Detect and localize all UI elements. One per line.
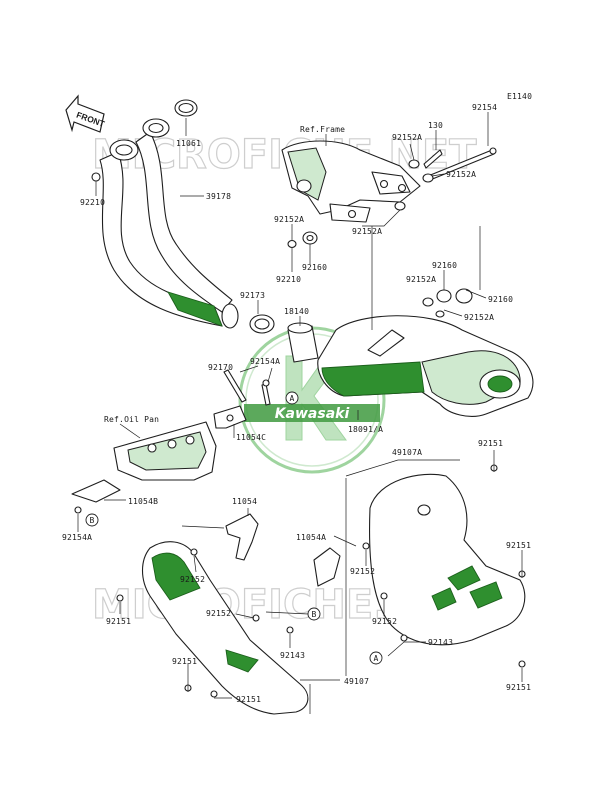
part-92154-top: 92154 [472, 103, 497, 112]
part-92154A-2: 92154A [62, 533, 92, 542]
kawasaki-logo-watermark: Kawasaki [238, 326, 386, 474]
bolt-92154A-bottom [74, 506, 82, 514]
part-18091A: 18091/A [348, 425, 383, 434]
part-92152A-6: 92152A [464, 313, 494, 322]
ref-frame-label: Ref.Frame [300, 125, 345, 134]
part-92152A-2: 92152A [446, 170, 476, 179]
part-92151-5: 92151 [236, 695, 261, 704]
gasket-11061 [174, 99, 198, 117]
bracket-11054B [71, 479, 121, 503]
part-92152-3: 92152 [206, 609, 231, 618]
part-11054B: 11054B [128, 497, 158, 506]
part-92152-1: 92152 [180, 575, 205, 584]
part-92151-3: 92151 [106, 617, 131, 626]
part-130: 130 [428, 121, 443, 130]
part-92160-2: 92160 [432, 261, 457, 270]
part-92210-mid: 92210 [276, 275, 301, 284]
part-92173: 92173 [240, 291, 265, 300]
part-49107: 49107 [344, 677, 369, 686]
frame-bracket [281, 140, 421, 223]
part-92151-1: 92151 [478, 439, 503, 448]
part-number-labels: 11061 92210 39178 92154 130 92152A 92152… [62, 103, 531, 704]
part-92143-2: 92143 [428, 638, 453, 647]
part-11061: 11061 [176, 139, 201, 148]
part-49107A: 49107A [392, 448, 422, 457]
part-92151-4: 92151 [172, 657, 197, 666]
svg-text:A: A [289, 394, 294, 403]
part-11054C: 11054C [236, 433, 266, 442]
part-92154A-1: 92154A [250, 357, 280, 366]
part-92143-1: 92143 [280, 651, 305, 660]
oil-pan [113, 421, 217, 481]
part-92152A-1: 92152A [392, 133, 422, 142]
part-92151-6: 92151 [506, 683, 531, 692]
callout-B-left: B [85, 513, 99, 527]
part-92152-2: 92152 [350, 567, 375, 576]
exhaust-header-pipe [99, 118, 239, 329]
bracket-11054C [213, 405, 247, 429]
svg-text:B: B [89, 516, 94, 525]
front-arrow: FRONT [65, 94, 107, 133]
muffler-18091A [317, 315, 534, 417]
cover-49107A [368, 473, 526, 646]
part-92152A-4: 92152A [274, 215, 304, 224]
part-18140: 18140 [284, 307, 309, 316]
part-92160-3: 92160 [488, 295, 513, 304]
part-92152A-5: 92152A [406, 275, 436, 284]
part-11054A: 11054A [296, 533, 326, 542]
kawasaki-logo-text: Kawasaki [275, 406, 350, 422]
svg-text:B: B [311, 610, 316, 619]
rubber-set-frame [287, 159, 434, 249]
bracket-11054A [313, 542, 370, 587]
bolt-130 [423, 149, 443, 169]
callout-B-right: B [307, 607, 321, 621]
bolt-92154A-top [261, 379, 271, 406]
svg-text:A: A [373, 654, 378, 663]
part-11054: 11054 [232, 497, 257, 506]
muffler-mount-rubbers [422, 288, 473, 318]
connector-18140 [287, 322, 319, 363]
leader-lines [77, 112, 523, 714]
callout-A-top: A [285, 391, 299, 405]
callout-A-bottom: A [369, 651, 383, 665]
part-92160-1: 92160 [302, 263, 327, 272]
diagram-code: E1140 [507, 92, 532, 101]
nut-92210-top [91, 172, 101, 182]
bolt-92170 [223, 369, 247, 403]
part-92151-2: 92151 [506, 541, 531, 550]
bracket-11054 [225, 513, 259, 561]
part-92170: 92170 [208, 363, 233, 372]
cover-49107 [141, 541, 309, 715]
part-92152A-3: 92152A [352, 227, 382, 236]
part-39178: 39178 [206, 192, 231, 201]
part-92210-top: 92210 [80, 198, 105, 207]
ref-oil-pan-label: Ref.Oil Pan [104, 415, 159, 424]
clamp-92173 [249, 314, 275, 334]
part-92152-4: 92152 [372, 617, 397, 626]
